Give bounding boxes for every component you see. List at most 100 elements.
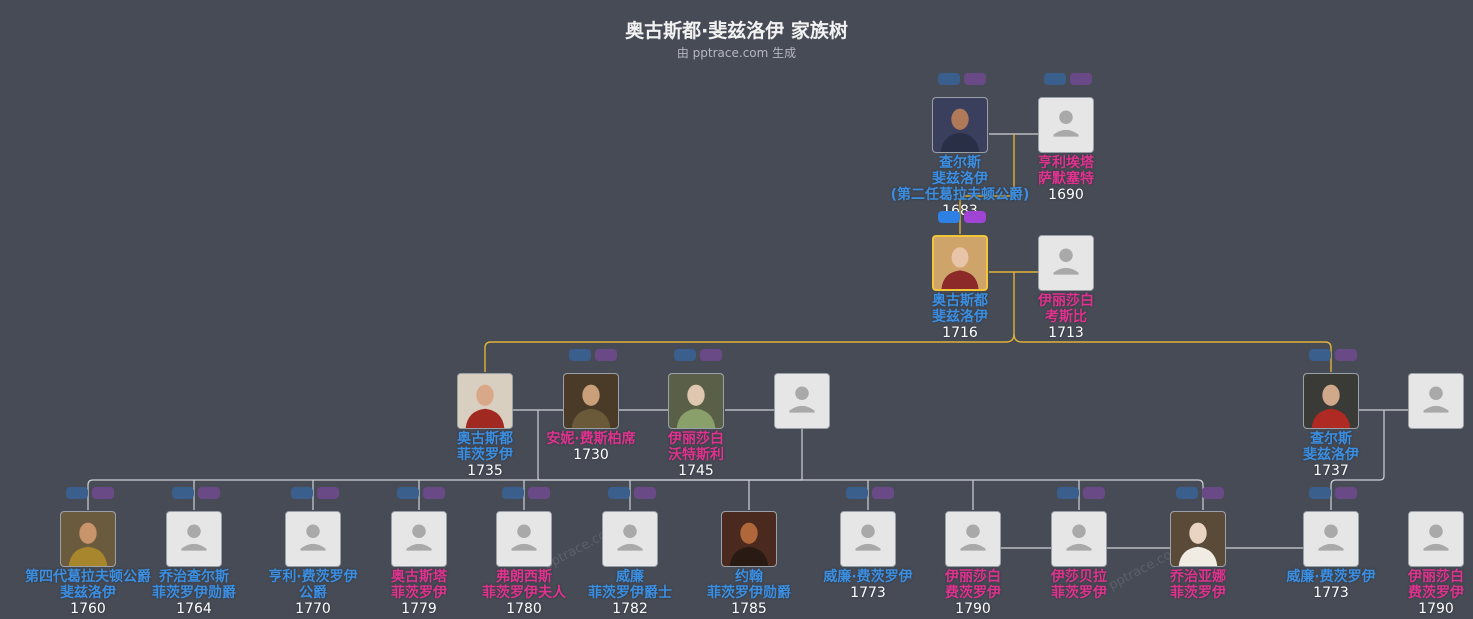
person-birth-year: 1770	[295, 601, 331, 617]
person-birth-year: 1780	[506, 601, 542, 617]
portrait-icon[interactable]	[721, 511, 777, 567]
placeholder-icon[interactable]	[602, 511, 658, 567]
person-name-line: 弗朗西斯	[496, 569, 552, 585]
person-name-line: 考斯比	[1045, 309, 1087, 325]
expand-spouse-button[interactable]	[92, 487, 114, 499]
person-name-line: 菲茨罗伊	[391, 585, 447, 601]
person-birth-year: 1735	[467, 463, 503, 479]
person-name-line: 威廉·费茨罗伊	[1286, 569, 1376, 585]
expand-ancestors-button[interactable]	[397, 487, 419, 499]
placeholder-icon[interactable]	[1051, 511, 1107, 567]
node-action-buttons	[938, 211, 994, 225]
expand-ancestors-button[interactable]	[846, 487, 868, 499]
portrait-icon[interactable]	[668, 373, 724, 429]
person-name-line: 伊丽莎白	[668, 431, 724, 447]
person-name-line: 奥古斯都	[457, 431, 513, 447]
portrait-icon[interactable]	[1303, 373, 1359, 429]
person-name-line: 威廉·费茨罗伊	[823, 569, 913, 585]
expand-spouse-button[interactable]	[964, 73, 986, 85]
expand-spouse-button[interactable]	[198, 487, 220, 499]
portrait-icon[interactable]	[60, 511, 116, 567]
portrait-icon[interactable]	[563, 373, 619, 429]
placeholder-icon[interactable]	[1303, 511, 1359, 567]
node-action-buttons	[1044, 73, 1100, 87]
portrait-icon[interactable]	[457, 373, 513, 429]
person-label: 伊莎贝拉菲茨罗伊	[989, 569, 1169, 601]
expand-spouse-button[interactable]	[872, 487, 894, 499]
person-name-line: 费茨罗伊	[945, 585, 1001, 601]
node-action-buttons	[1309, 349, 1365, 363]
person-name-line: 菲茨罗伊勋爵	[707, 585, 791, 601]
portrait-icon[interactable]	[932, 235, 988, 291]
placeholder-icon[interactable]	[945, 511, 1001, 567]
expand-ancestors-button[interactable]	[172, 487, 194, 499]
person-birth-year: 1773	[850, 585, 886, 601]
expand-ancestors-button[interactable]	[608, 487, 630, 499]
expand-spouse-button[interactable]	[317, 487, 339, 499]
node-action-buttons	[608, 487, 664, 501]
person-birth-year: 1764	[176, 601, 212, 617]
expand-ancestors-button[interactable]	[1044, 73, 1066, 85]
expand-ancestors-button[interactable]	[1057, 487, 1079, 499]
person-name-line: 奥古斯都	[932, 293, 988, 309]
person-birth-year: 1782	[612, 601, 648, 617]
person-birth-year: 1716	[942, 325, 978, 341]
expand-spouse-button[interactable]	[1335, 349, 1357, 361]
expand-spouse-button[interactable]	[1335, 487, 1357, 499]
expand-ancestors-button[interactable]	[569, 349, 591, 361]
node-action-buttons	[1176, 487, 1232, 501]
person-name-line: 伊丽莎白	[1408, 569, 1464, 585]
expand-ancestors-button[interactable]	[1176, 487, 1198, 499]
expand-ancestors-button[interactable]	[1309, 349, 1331, 361]
expand-spouse-button[interactable]	[528, 487, 550, 499]
person-name-line: 查尔斯	[1310, 431, 1352, 447]
person-name-line: 亨利·费茨罗伊	[268, 569, 358, 585]
person-name-line: 沃特斯利	[668, 447, 724, 463]
placeholder-icon[interactable]	[285, 511, 341, 567]
expand-spouse-button[interactable]	[1083, 487, 1105, 499]
portrait-icon[interactable]	[1170, 511, 1226, 567]
placeholder-icon[interactable]	[1038, 97, 1094, 153]
expand-ancestors-button[interactable]	[291, 487, 313, 499]
person-birth-year: 1790	[955, 601, 991, 617]
placeholder-icon[interactable]	[496, 511, 552, 567]
expand-spouse-button[interactable]	[700, 349, 722, 361]
person-name-line: 奥古斯塔	[391, 569, 447, 585]
node-action-buttons	[172, 487, 228, 501]
expand-ancestors-button[interactable]	[938, 73, 960, 85]
placeholder-icon[interactable]	[840, 511, 896, 567]
node-action-buttons	[502, 487, 558, 501]
person-name-line: 第四代葛拉夫顿公爵	[25, 569, 151, 585]
expand-ancestors-button[interactable]	[674, 349, 696, 361]
node-action-buttons	[569, 349, 625, 363]
expand-spouse-button[interactable]	[1202, 487, 1224, 499]
expand-ancestors-button[interactable]	[66, 487, 88, 499]
expand-spouse-button[interactable]	[1070, 73, 1092, 85]
expand-spouse-button[interactable]	[595, 349, 617, 361]
expand-ancestors-button[interactable]	[502, 487, 524, 499]
node-action-buttons	[291, 487, 347, 501]
placeholder-icon[interactable]	[391, 511, 447, 567]
expand-spouse-button[interactable]	[634, 487, 656, 499]
placeholder-icon[interactable]	[774, 373, 830, 429]
placeholder-icon[interactable]	[166, 511, 222, 567]
person-name-line: (第二任葛拉夫顿公爵)	[890, 187, 1030, 203]
placeholder-icon[interactable]	[1038, 235, 1094, 291]
expand-ancestors-button[interactable]	[1309, 487, 1331, 499]
expand-spouse-button[interactable]	[423, 487, 445, 499]
expand-spouse-button[interactable]	[964, 211, 986, 223]
placeholder-icon[interactable]	[1408, 511, 1464, 567]
placeholder-icon[interactable]	[1408, 373, 1464, 429]
person-birth-year: 1737	[1313, 463, 1349, 479]
portrait-icon[interactable]	[932, 97, 988, 153]
expand-ancestors-button[interactable]	[938, 211, 960, 223]
person-name-line: 乔治查尔斯	[159, 569, 229, 585]
